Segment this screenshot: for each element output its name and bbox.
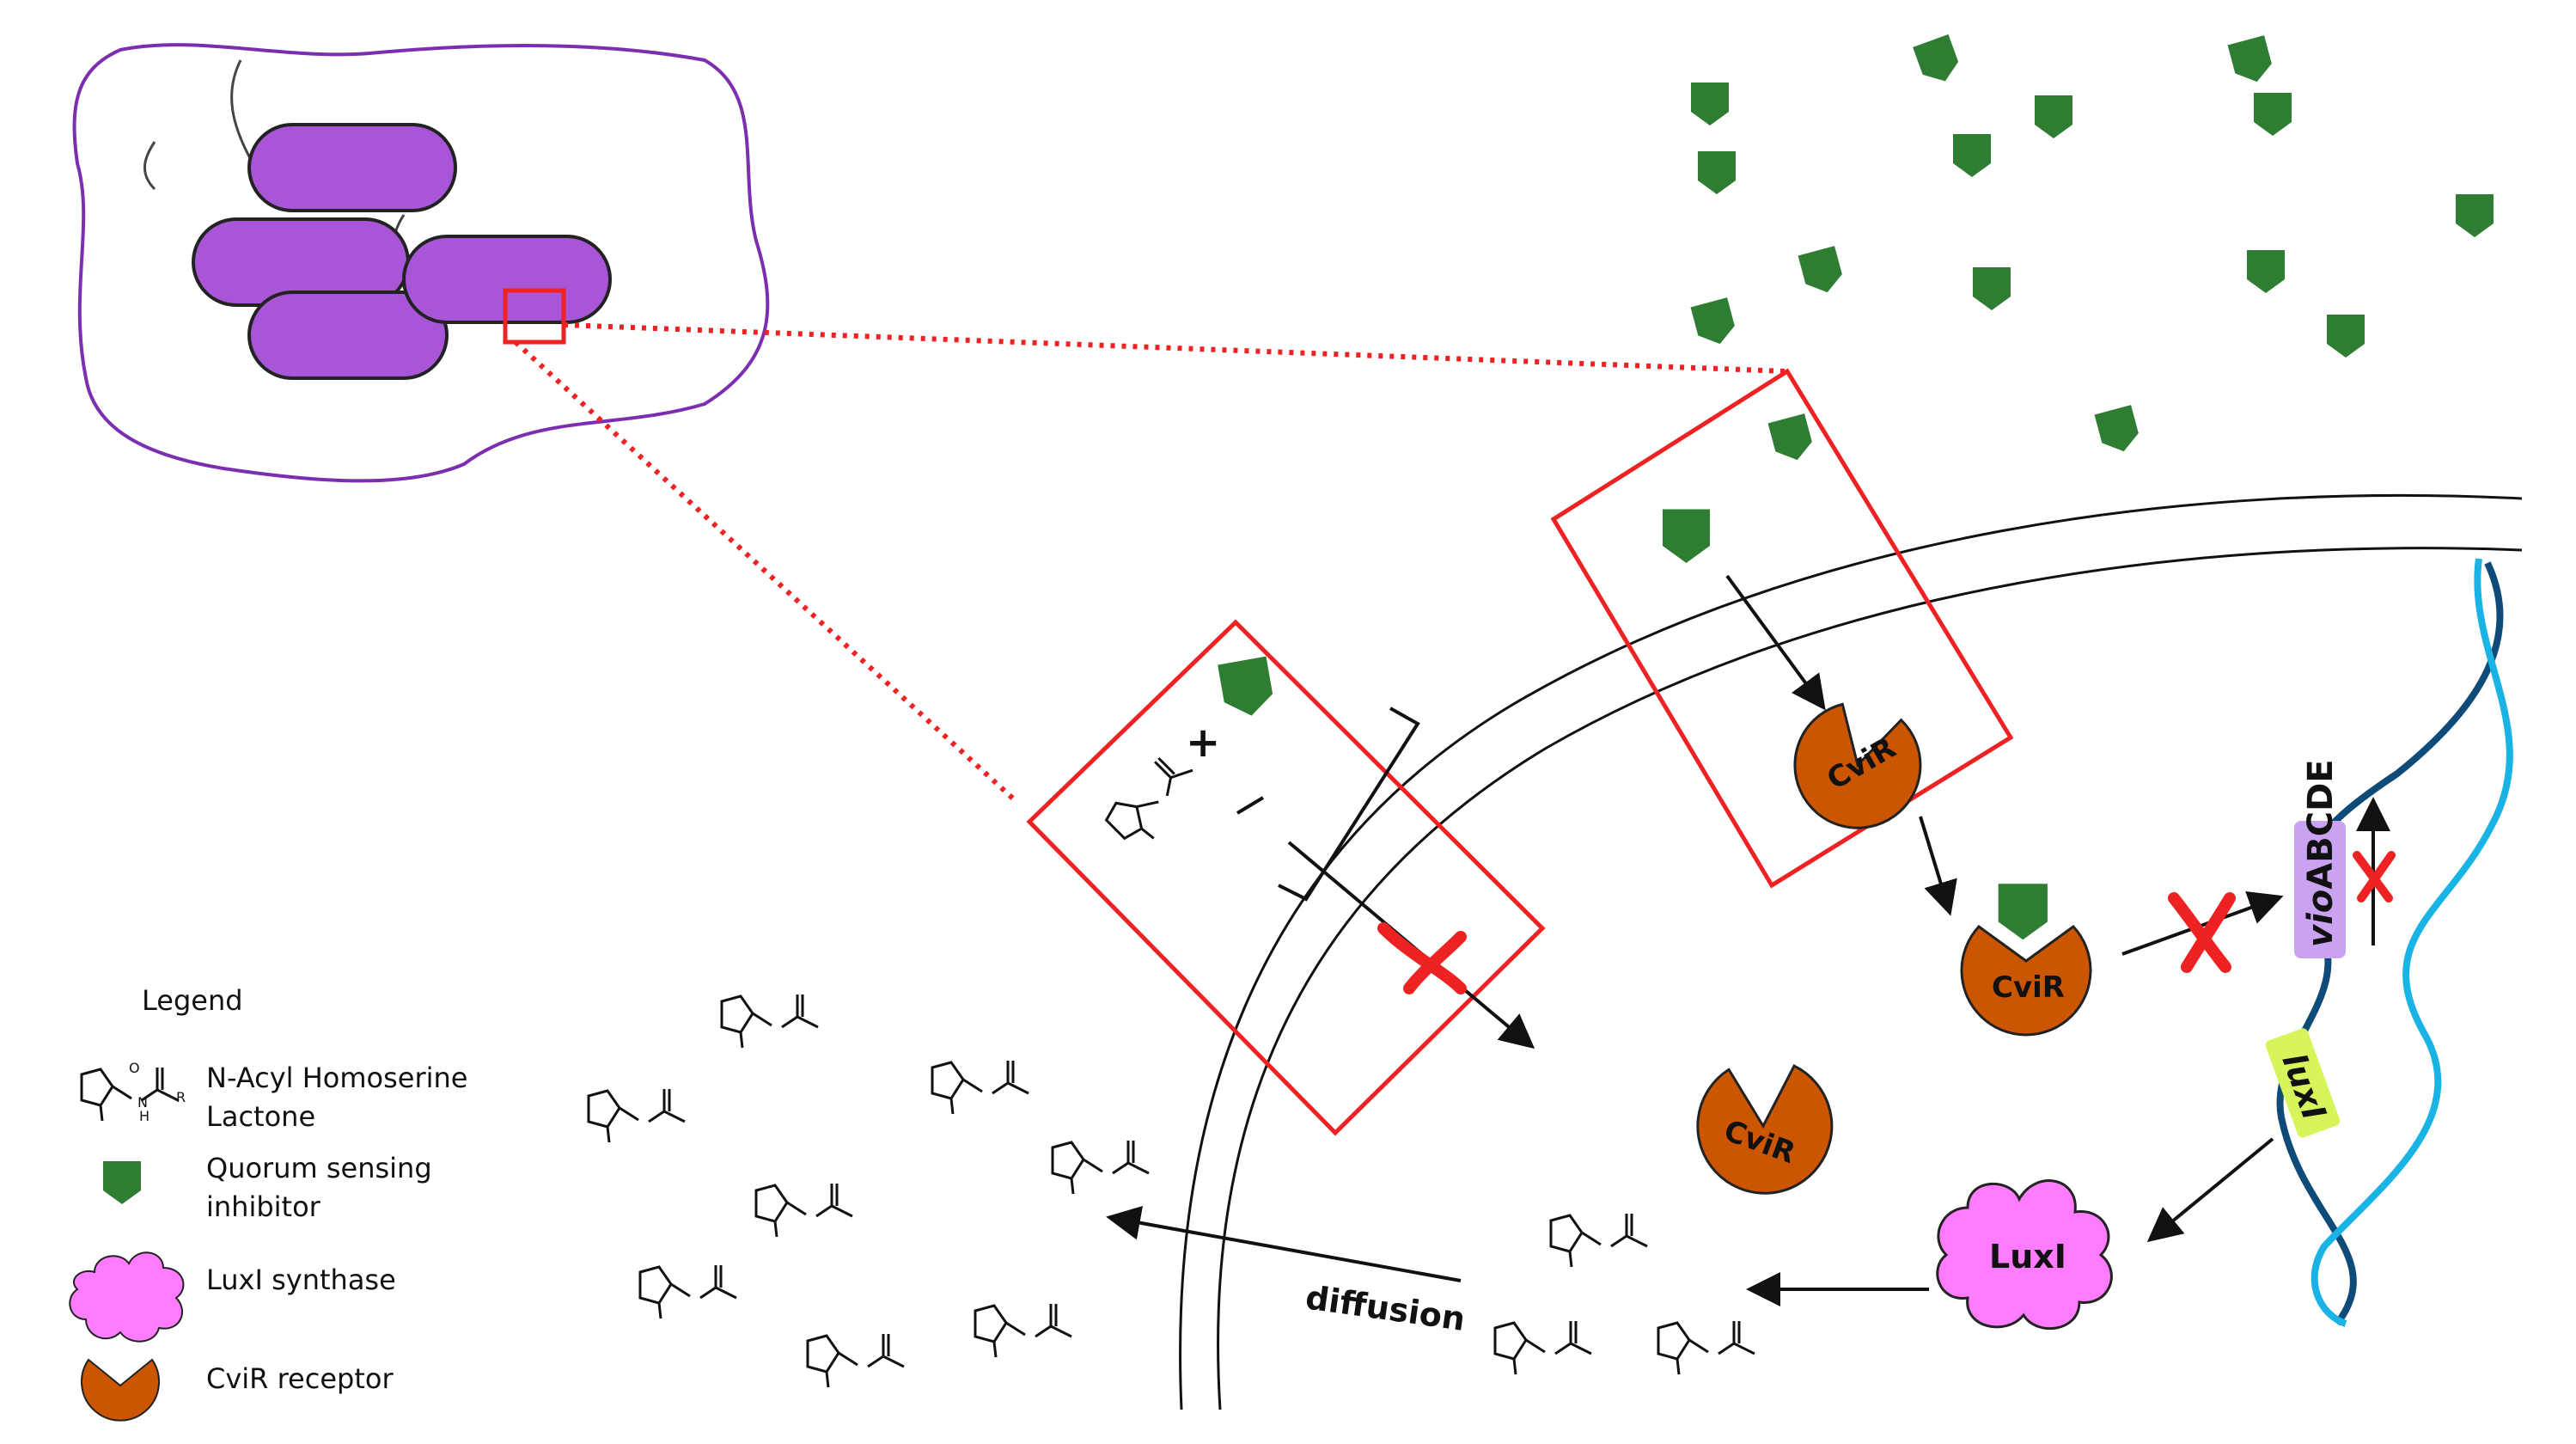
vio-gene-label: ABCDE [2301,759,2341,889]
bacterium-rod [247,123,457,212]
svg-text:O: O [129,1060,140,1076]
svg-text:vioABCDE: vioABCDE [2301,759,2341,947]
cvir-receptor-free: CviR [1696,1064,1834,1195]
legend-item-ahl-line2: Lactone [206,1100,315,1133]
svg-text:H: H [139,1108,150,1124]
inhibitor-pentagon-icon [103,1161,141,1204]
ahl-extracellular [587,993,1151,1389]
bacteria-cluster-outline [72,43,770,483]
legend-item-inhibitor-line1: Quorum sensing [206,1152,432,1184]
cvir-receptor-bound: CviR [1919,816,2284,1037]
legend: Legend N-Acyl Homoserine Lactone Quorum … [69,984,467,1422]
ahl-intracellular [1493,1212,1756,1376]
blocked-x-mark [2168,892,2236,973]
legend-item-inhibitor-line2: inhibitor [206,1190,321,1223]
zoom-box-inhibitor-binding: CviR [1550,368,2014,889]
legend-item-cvir: CviR receptor [206,1362,394,1395]
luxi-label: LuxI [1989,1238,2066,1276]
svg-text:N: N [137,1094,148,1111]
bracket [1278,707,1420,902]
legend-title: Legend [142,984,243,1017]
luxi-synthase: LuxI [1936,1179,2113,1330]
cell-membrane [1179,493,2523,1410]
blocked-x-mark [1377,922,1467,994]
luxi-cloud-icon [69,1251,185,1343]
zoom-box-ahl-competition: + [1026,619,1546,1136]
plus-sign: + [1186,719,1220,767]
blocked-x-mark [2353,851,2396,903]
legend-item-ahl-line1: N-Acyl Homoserine [206,1062,467,1094]
cvir-receptor-top: CviR [1793,702,1922,829]
cvir-pacman-icon [81,1358,160,1422]
bacterium-rod [247,291,449,380]
legend-item-luxi: LuxI synthase [206,1264,396,1296]
zoom-source-box [503,288,566,345]
bacteria-cluster [72,43,770,483]
diffusion-label: diffusion [1303,1278,1468,1338]
inhibitor-field [1690,34,2494,456]
ahl-atom-labels: O R N H [129,1060,186,1124]
cvir-label-bound: CviR [1992,970,2065,1005]
luxi-gene: luxI [2265,1028,2341,1138]
vio-italic-label: vio [2301,890,2341,947]
zoom-lines [513,322,1788,802]
svg-text:R: R [176,1089,186,1105]
vio-gene: vioABCDE [2294,759,2346,958]
